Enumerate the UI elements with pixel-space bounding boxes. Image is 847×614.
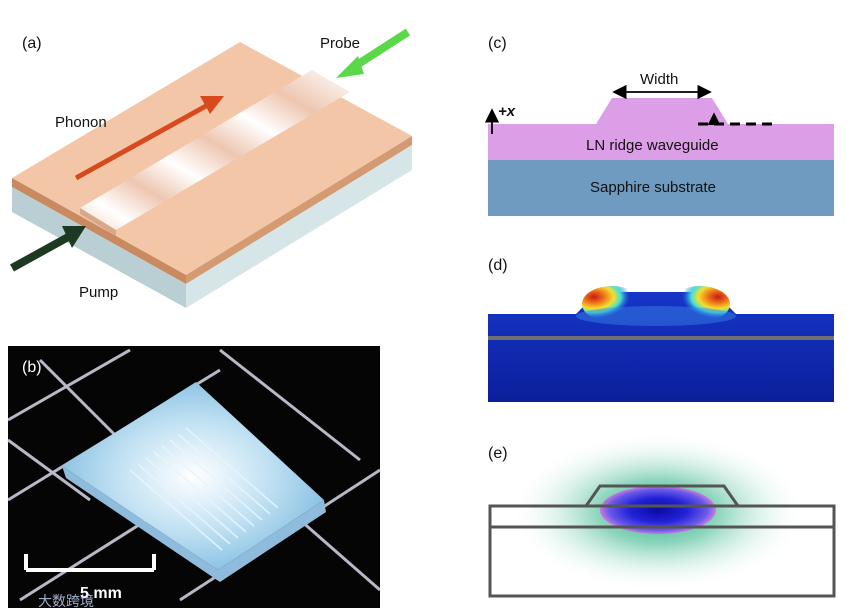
mode-lobe-left — [582, 286, 642, 322]
phonon-label: Phonon — [55, 114, 107, 131]
waveguide-label: LN ridge waveguide — [586, 137, 719, 154]
optical-mode-core — [600, 486, 716, 534]
chip-top — [62, 382, 324, 570]
ridge-waveguide — [80, 70, 350, 230]
mode-lobe-right — [670, 286, 730, 322]
mode-interface-line — [488, 336, 834, 340]
chip-side — [62, 466, 326, 582]
mode-spread — [576, 306, 736, 326]
panel-e-label: (e) — [488, 445, 508, 462]
substrate-label: Sapphire substrate — [590, 179, 716, 196]
ridge-waveguide-edge — [80, 208, 116, 236]
probe-arrow — [336, 28, 411, 78]
sapphire-substrate — [488, 160, 834, 216]
ln-ridge-waveguide — [488, 98, 834, 160]
panel-e: (e) — [488, 432, 836, 598]
pump-label: Pump — [79, 284, 118, 301]
panel-c-label: (c) — [488, 35, 507, 52]
x-axis-label: +x — [498, 103, 516, 120]
panel-c: (c) Width +x LN ridge waveguide Sapphire… — [484, 35, 834, 216]
panel-b: 5 mm (b) 大数跨境 — [7, 346, 381, 610]
slab-right-substrate — [186, 145, 412, 308]
chip-waveguide-array — [129, 427, 279, 551]
watermark-text: 大数跨境 — [38, 594, 94, 610]
pump-arrow — [10, 226, 86, 272]
width-label: Width — [640, 71, 678, 88]
phonon-arrow — [74, 96, 224, 181]
panel-a-label: (a) — [22, 35, 42, 52]
acoustic-mode-field — [488, 292, 834, 402]
panel-b-label: (b) — [22, 359, 42, 376]
slab-right-film — [186, 136, 412, 284]
panel-d: (d) — [488, 257, 834, 402]
scale-bar — [24, 554, 156, 572]
chip-photo — [62, 382, 326, 582]
device-slab — [12, 42, 412, 308]
panel-d-label: (d) — [488, 257, 508, 274]
slab-front-substrate — [12, 187, 186, 308]
slab-front-film — [12, 178, 186, 284]
scale-bar-label: 5 mm — [80, 585, 122, 602]
waveguide-outline-body — [488, 504, 836, 598]
panel-a: (a) Probe Phonon Pump — [10, 28, 412, 308]
probe-label: Probe — [320, 35, 360, 52]
